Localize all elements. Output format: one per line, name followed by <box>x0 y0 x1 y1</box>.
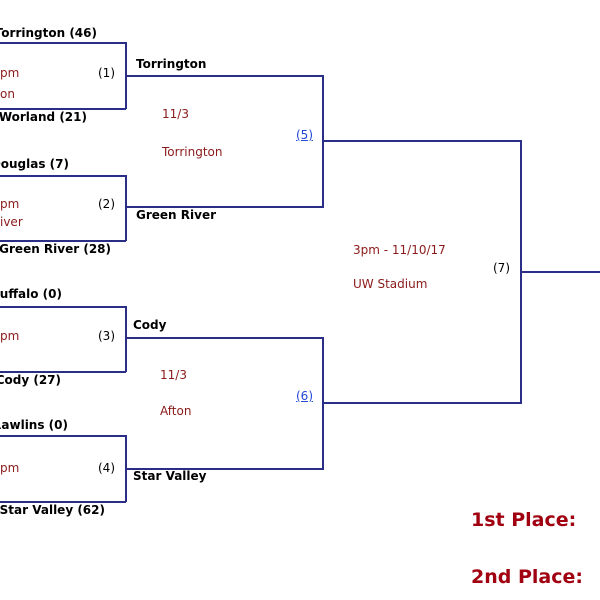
bracket-line <box>322 337 324 470</box>
bracket-line <box>0 42 126 44</box>
game-location: Afton <box>160 404 192 418</box>
game-date: 11/3 <box>160 368 187 382</box>
game-time: pm <box>0 197 20 211</box>
bracket-line <box>125 206 324 208</box>
game-6-link[interactable]: (6) <box>296 389 313 403</box>
bracket-line <box>125 468 324 470</box>
final-time: 3pm - 11/10/17 <box>353 243 446 257</box>
game-time: pm <box>0 66 20 80</box>
team-name: Green River <box>136 208 216 222</box>
second-place-label: 2nd Place: <box>471 566 583 588</box>
team-name: Torrington (46) <box>0 26 97 40</box>
game-date: 11/3 <box>162 107 189 121</box>
team-name: Rawlins (0) <box>0 418 68 432</box>
bracket-line <box>0 108 126 110</box>
game-number: (1) <box>98 66 115 80</box>
bracket-line <box>0 175 126 177</box>
game-location: Torrington <box>162 145 223 159</box>
bracket-line <box>0 435 126 437</box>
team-name: Worland (21) <box>0 110 87 124</box>
bracket-line <box>0 501 126 503</box>
final-location: UW Stadium <box>353 277 428 291</box>
game-5-link[interactable]: (5) <box>296 128 313 142</box>
bracket-line <box>0 371 126 373</box>
team-name: Douglas (7) <box>0 157 69 171</box>
bracket-line <box>520 271 600 273</box>
bracket-line <box>125 306 127 372</box>
game-time: pm <box>0 329 20 343</box>
bracket-line <box>125 175 127 241</box>
team-name: Star Valley (62) <box>0 503 105 517</box>
team-name: Buffalo (0) <box>0 287 62 301</box>
game-time: pm <box>0 461 20 475</box>
game-number: (7) <box>493 261 510 275</box>
game-location: iver <box>0 215 23 229</box>
team-name: Star Valley <box>133 469 207 483</box>
bracket-line <box>0 240 126 242</box>
game-number: (4) <box>98 461 115 475</box>
team-name: Cody (27) <box>0 373 61 387</box>
bracket-line <box>125 337 324 339</box>
team-name: Torrington <box>136 57 207 71</box>
game-number: (3) <box>98 329 115 343</box>
bracket-line <box>322 402 521 404</box>
bracket-line <box>125 75 324 77</box>
team-name: Cody <box>133 318 167 332</box>
team-name: Green River (28) <box>0 242 111 256</box>
game-number: (2) <box>98 197 115 211</box>
game-location: on <box>0 87 15 101</box>
bracket-line <box>322 140 521 142</box>
bracket-line <box>0 306 126 308</box>
bracket-line <box>322 75 324 208</box>
first-place-label: 1st Place: <box>471 509 577 531</box>
